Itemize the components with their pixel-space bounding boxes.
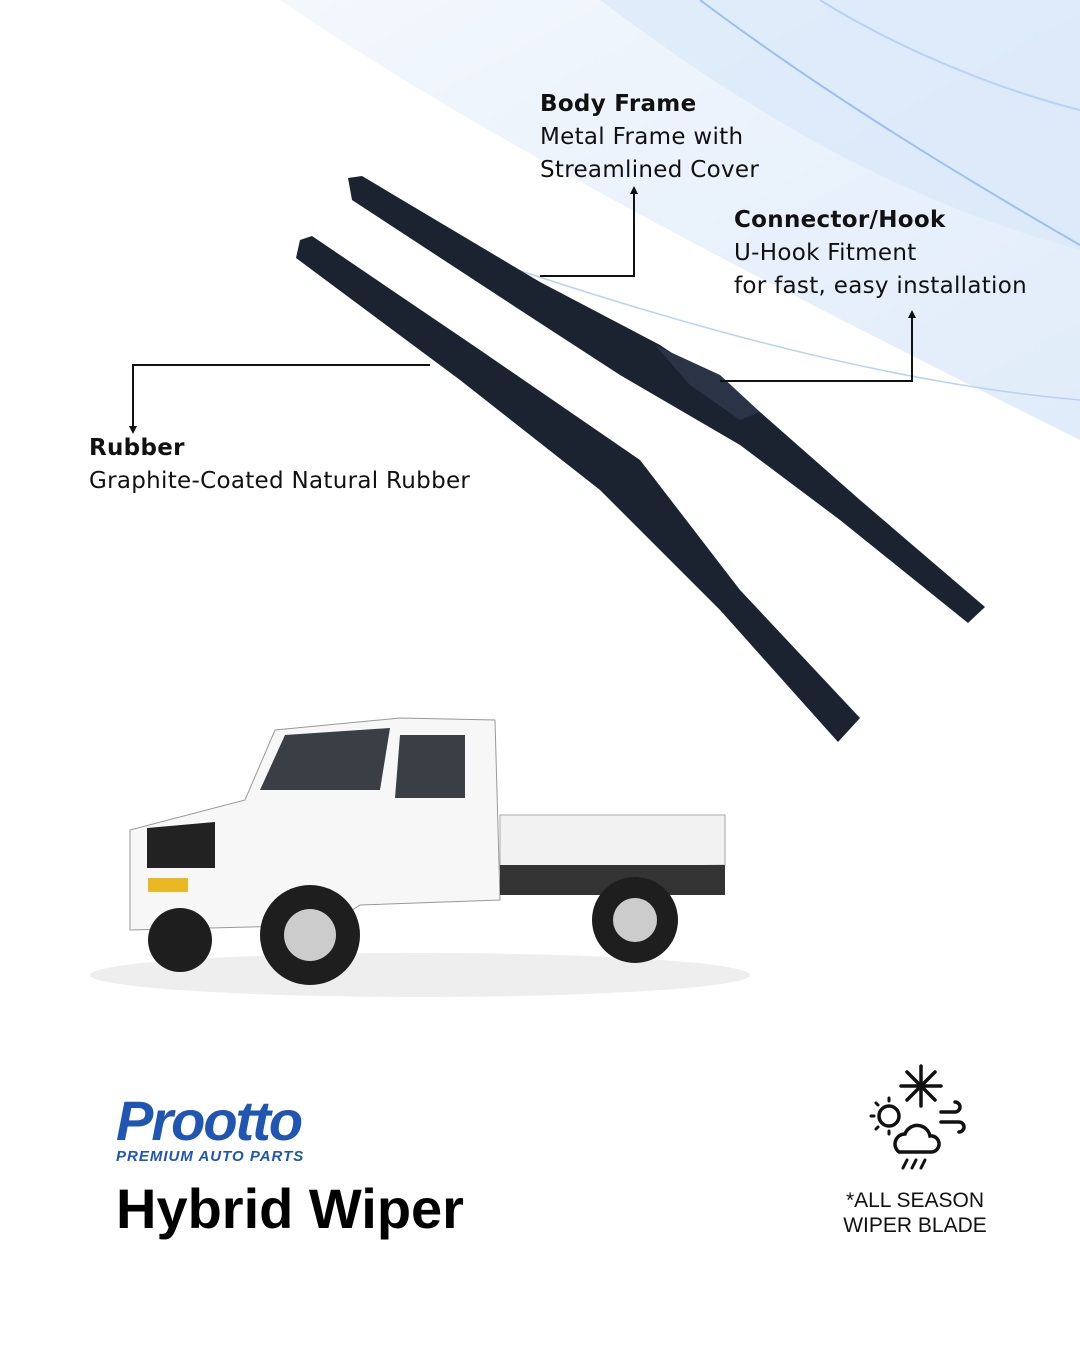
callout-title: Rubber <box>89 435 185 461</box>
callout-text: Metal Frame with <box>540 124 744 150</box>
all-season-badge: *ALL SEASON WIPER BLADE <box>830 1060 1000 1238</box>
badge-line-1: *ALL SEASON <box>845 1189 985 1212</box>
callout-rubber: Rubber Graphite-Coated Natural Rubber <box>89 432 470 498</box>
callout-text: Streamlined Cover <box>540 157 760 183</box>
wiper-blade-rear <box>296 236 860 742</box>
pickup-truck-image <box>90 717 750 997</box>
callout-text: Graphite-Coated Natural Rubber <box>89 468 471 494</box>
callout-lines <box>132 192 913 428</box>
brand-logo: Prootto PREMIUM AUTO PARTS <box>116 1089 305 1166</box>
wiper-blade-front <box>348 176 985 623</box>
callout-title: Connector/Hook <box>734 207 946 233</box>
brand-tagline: PREMIUM AUTO PARTS <box>116 1148 305 1165</box>
all-season-weather-icon <box>869 1064 966 1170</box>
badge-line-2: WIPER BLADE <box>843 1214 987 1237</box>
product-title: Hybrid Wiper <box>116 1177 464 1240</box>
callout-connector-hook: Connector/Hook U-Hook Fitment for fast, … <box>734 204 1027 303</box>
callout-body-frame: Body Frame Metal Frame with Streamlined … <box>540 88 759 187</box>
callout-text: U-Hook Fitment <box>734 240 917 266</box>
callout-text: for fast, easy installation <box>734 273 1027 299</box>
callout-title: Body Frame <box>540 91 697 117</box>
brand-name: Prootto <box>116 1089 303 1152</box>
